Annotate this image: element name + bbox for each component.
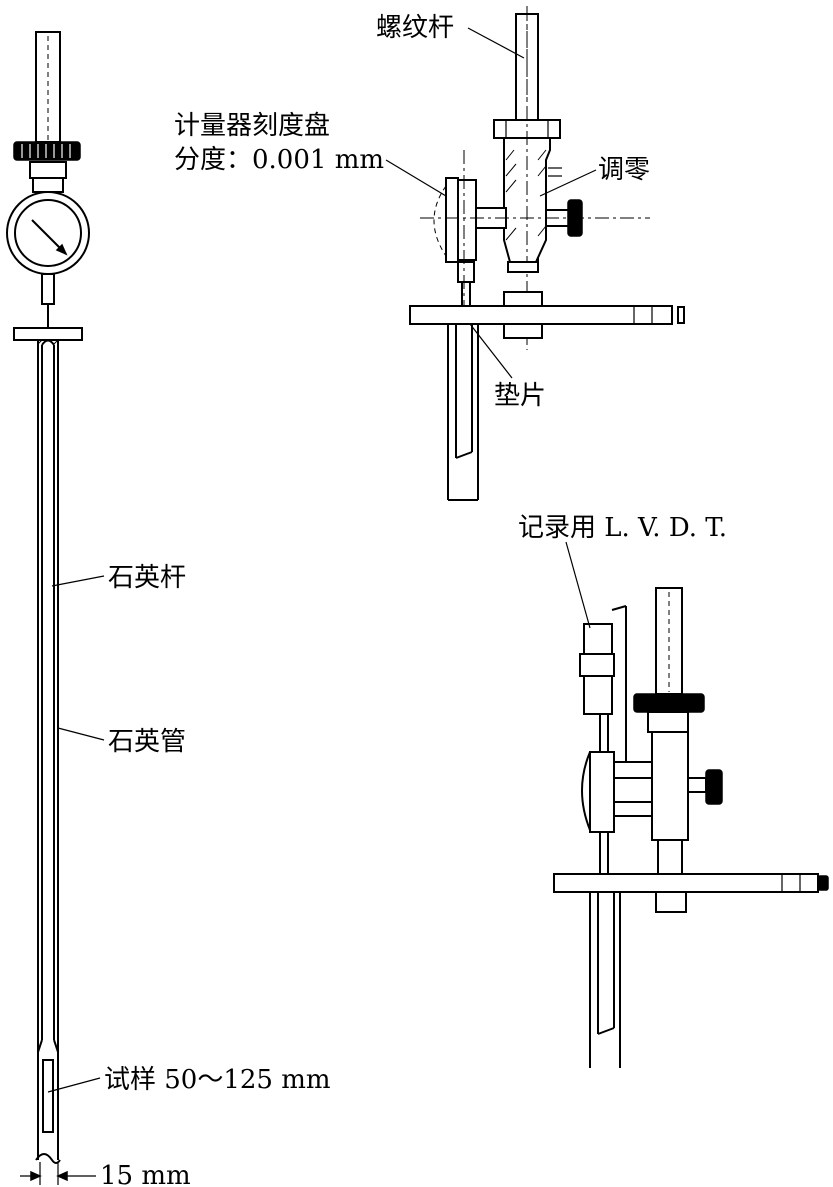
label-screw-rod: 螺纹杆: [376, 13, 454, 43]
label-quartz-tube: 石英管: [108, 727, 186, 757]
label-quartz-rod: 石英杆: [108, 563, 186, 593]
left-leader-lines: [47, 575, 105, 1093]
lvdt-leader-line: [565, 541, 591, 629]
label-dial-division: 分度：0.001 mm: [174, 145, 384, 175]
label-zero-adjust: 调零: [598, 155, 650, 185]
bottom-right-lvdt-detail: [553, 587, 829, 1068]
label-diameter: 15 mm: [100, 1161, 191, 1187]
top-right-head-detail: [409, 6, 685, 501]
left-dilatometer-assembly: [6, 31, 96, 1185]
top-right-leader-lines: [385, 27, 597, 197]
label-dial-gauge: 计量器刻度盘: [174, 111, 330, 141]
label-shim: 垫片: [494, 381, 546, 411]
label-specimen: 试样 50～125 mm: [104, 1065, 331, 1095]
label-lvdt: 记录用 L. V. D. T.: [518, 513, 727, 543]
